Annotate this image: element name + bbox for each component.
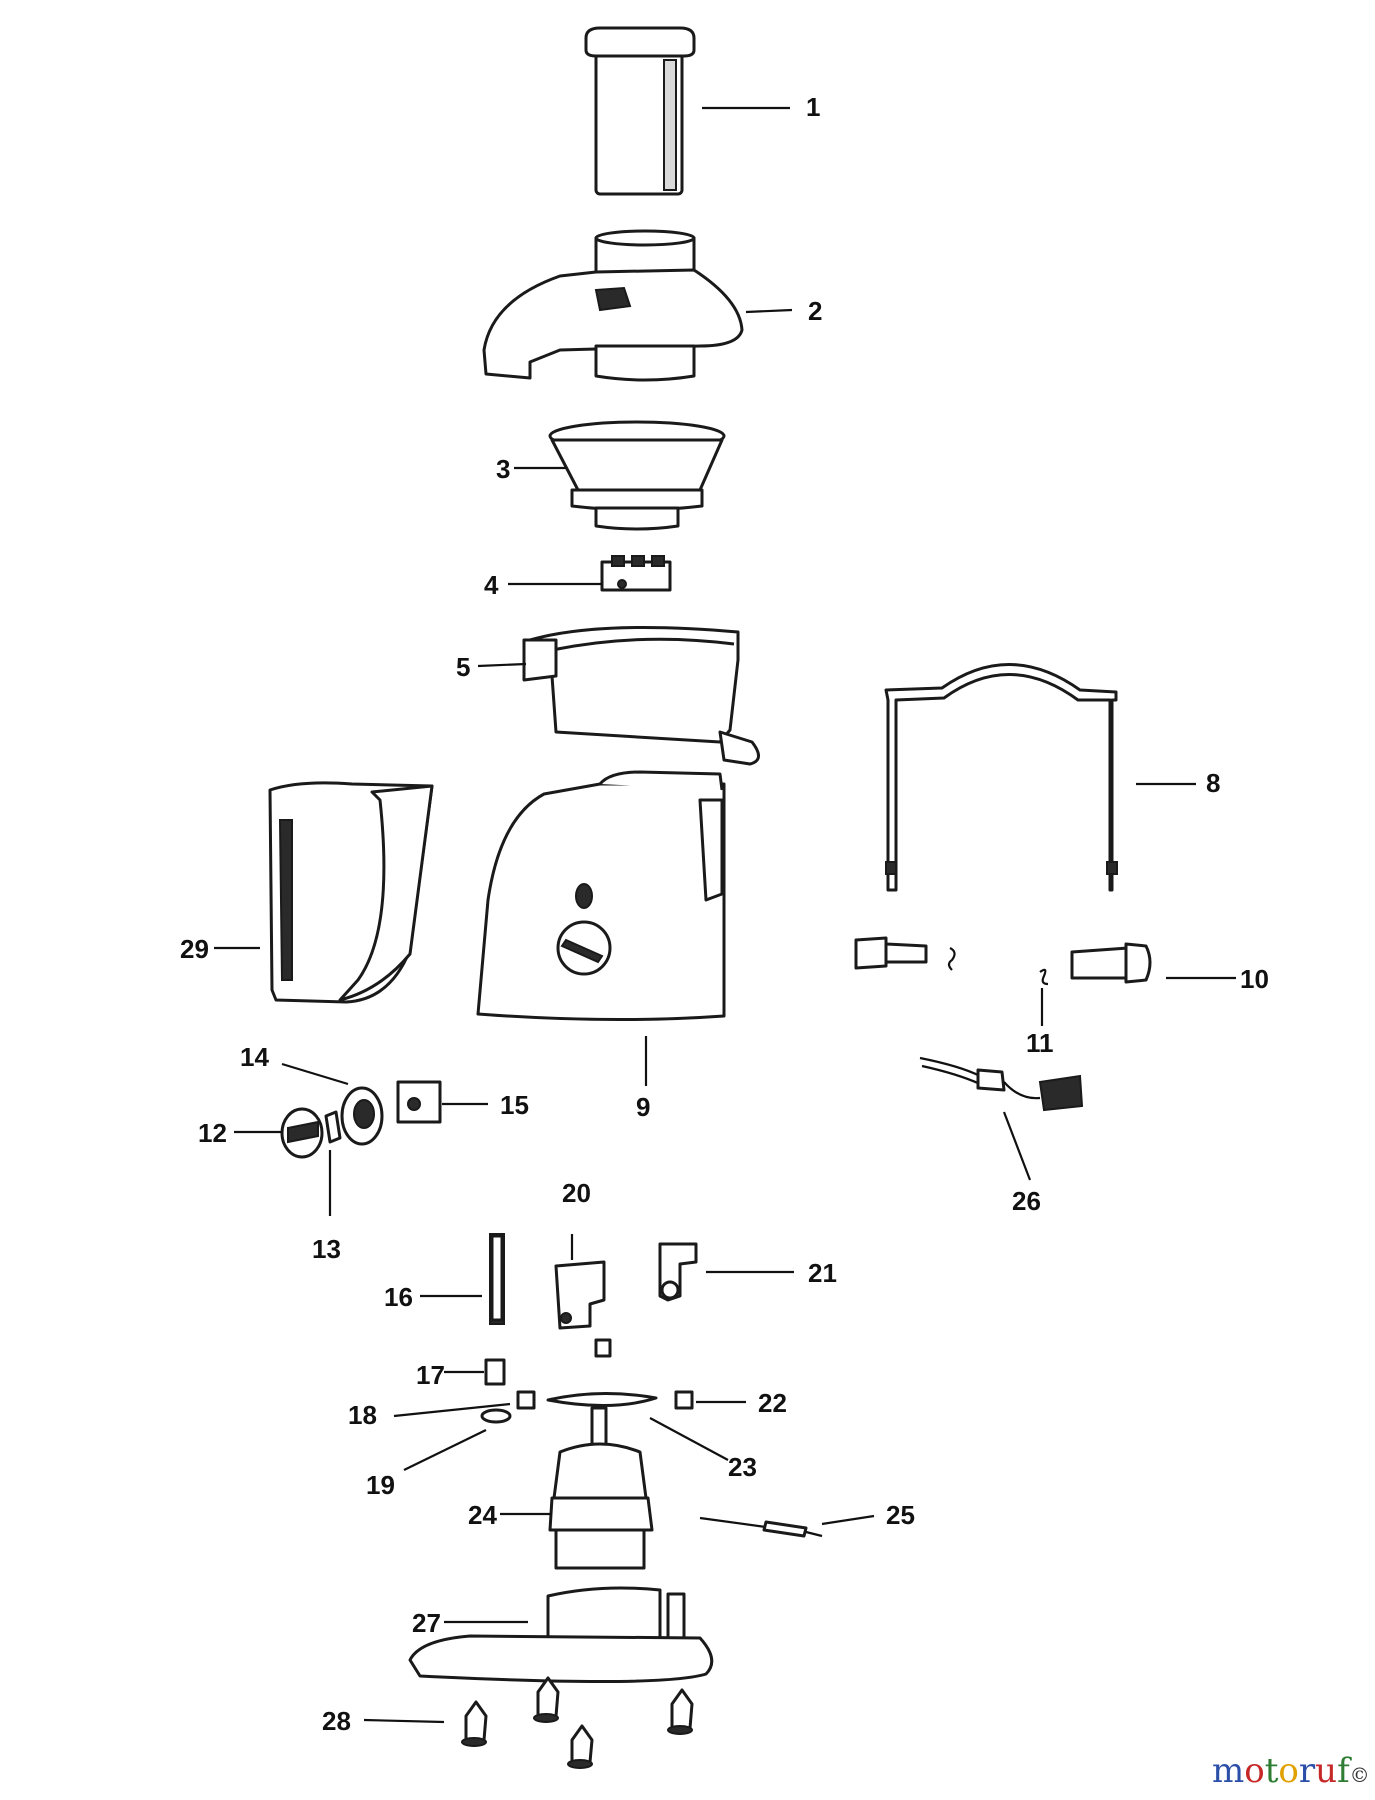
part-12-knob (280, 1107, 324, 1159)
part-18-bushing (516, 1390, 536, 1410)
watermark-letter-6: f (1337, 1751, 1352, 1791)
callout-10: 10 (1240, 964, 1269, 994)
callout-25: 25 (886, 1500, 915, 1530)
callout-9: 9 (636, 1092, 650, 1122)
part-10-pin-knob (854, 936, 1152, 984)
part-14-knob-bezel (340, 1086, 384, 1146)
callout-23: 23 (728, 1452, 757, 1482)
watermark-letter-0: m (1212, 1751, 1244, 1791)
part-11-clips (947, 947, 1049, 986)
callout-28: 28 (322, 1706, 351, 1736)
callout-13: 13 (312, 1234, 341, 1264)
part-17-bracket (484, 1358, 506, 1386)
callout-12: 12 (198, 1118, 227, 1148)
callout-22: 22 (758, 1388, 787, 1418)
callout-3: 3 (496, 454, 510, 484)
callout-8: 8 (1206, 768, 1220, 798)
watermark: motoruf© (1212, 1751, 1370, 1791)
callout-26: 26 (1012, 1186, 1041, 1216)
callout-14: 14 (240, 1042, 269, 1072)
leader-lines (214, 106, 1236, 1724)
watermark-letter-1: o (1244, 1751, 1264, 1791)
part-3-filter-basket (548, 420, 726, 531)
callout-27: 27 (412, 1608, 441, 1638)
callout-11: 11 (1026, 1028, 1054, 1058)
part-29-juice-jug (268, 781, 434, 1004)
callout-15: 15 (500, 1090, 529, 1120)
part-16-rod (489, 1233, 505, 1325)
part-28-feet (461, 1676, 694, 1769)
callout-19: 19 (366, 1470, 395, 1500)
part-26-power-switch (919, 1056, 1084, 1112)
part-15-switch-block (396, 1080, 442, 1124)
part-21-bracket (658, 1242, 698, 1302)
part-22-bushing (674, 1390, 694, 1410)
callout-17: 17 (416, 1360, 445, 1390)
callout-20: 20 (562, 1178, 591, 1208)
watermark-letter-4: r (1299, 1751, 1316, 1791)
part-5-juice-collector (522, 626, 760, 766)
part-4-drive-coupling (600, 555, 672, 592)
callout-2: 2 (808, 296, 822, 326)
watermark-letter-2: t (1265, 1751, 1279, 1791)
callout-labels: 1 2 3 4 5 8 9 10 11 12 13 14 15 16 17 18… (180, 92, 1269, 1736)
callout-5: 5 (456, 652, 470, 682)
part-24-motor (548, 1406, 654, 1570)
watermark-copyright: © (1350, 1763, 1370, 1787)
part-19-washer (480, 1408, 512, 1424)
watermark-letter-3: o (1278, 1751, 1298, 1791)
part-27-base (408, 1586, 714, 1684)
callout-18: 18 (348, 1400, 377, 1430)
part-1-food-pusher (584, 26, 696, 196)
part-20-bracket (554, 1260, 612, 1358)
callout-29: 29 (180, 934, 209, 964)
callout-21: 21 (808, 1258, 837, 1288)
part-25-cable (699, 1516, 823, 1538)
callout-16: 16 (384, 1282, 413, 1312)
part-9-main-housing (476, 770, 726, 1022)
part-13-nut (324, 1110, 342, 1144)
part-8-locking-arm (884, 663, 1118, 892)
part-2-cover (482, 229, 744, 382)
part-23-mounting-plate (546, 1391, 658, 1408)
callout-24: 24 (468, 1500, 497, 1530)
callout-1: 1 (806, 92, 820, 122)
watermark-letter-5: u (1315, 1751, 1337, 1791)
callout-4: 4 (484, 570, 499, 600)
